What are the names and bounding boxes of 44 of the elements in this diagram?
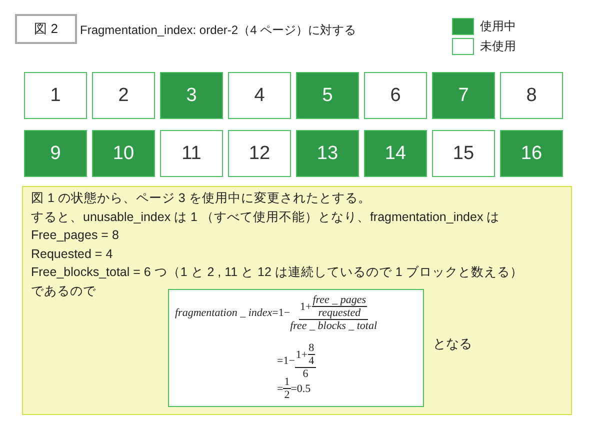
- used-page-box: 3: [160, 72, 223, 119]
- used-page-box: 5: [296, 72, 359, 119]
- formula-text: =: [277, 382, 284, 394]
- formula-text: fragmentation _ index: [175, 307, 272, 319]
- note-text: Requested = 4: [31, 246, 114, 263]
- formula-text: requested: [318, 307, 361, 319]
- note-panel: [22, 186, 572, 415]
- figure-label-box: 図 2: [15, 14, 77, 44]
- formula-text: free _ blocks _ total: [290, 320, 378, 332]
- formula-text: =1−: [272, 307, 290, 319]
- formula-text: 1+: [300, 300, 312, 312]
- free-page-box: 1: [24, 72, 87, 119]
- free-page-box: 4: [228, 72, 291, 119]
- formula-text: 6: [302, 368, 308, 380]
- formula-text: 2: [284, 389, 290, 401]
- free-page-box: 11: [160, 130, 223, 177]
- free-page-box: 8: [500, 72, 563, 119]
- used-page-box: 16: [500, 130, 563, 177]
- note-text: であるので: [31, 282, 97, 300]
- formula-box: [168, 289, 424, 407]
- used-page-box: 7: [432, 72, 495, 119]
- formula-text: 4: [308, 355, 314, 367]
- free-page-box: 6: [364, 72, 427, 119]
- used-page-box: 10: [92, 130, 155, 177]
- legend-label: 未使用: [480, 38, 516, 55]
- note-text: すると、unusable_index は 1 （すべて使用不能）となり、fragmentation_index は: [31, 208, 501, 226]
- free-page-box: 2: [92, 72, 155, 119]
- note-text: Free_blocks_total = 6 つ（1 と 2 , 11 と 12 は連続しているので 1 ブロックと数える）: [31, 264, 524, 281]
- formula-text: =1−: [277, 355, 295, 367]
- formula-text: 1+: [296, 348, 308, 360]
- formula-text: free _ pages: [312, 294, 366, 306]
- formula-result-text: となる: [433, 335, 472, 353]
- formula-text: =0.5: [290, 382, 311, 394]
- used-page-box: 14: [364, 130, 427, 177]
- note-text: 図 1 の状態から、ページ 3 を使用中に変更されたとする。: [31, 190, 372, 207]
- free-page-box: 15: [432, 130, 495, 177]
- legend-label: 使用中: [480, 18, 516, 35]
- formula-text: 8: [308, 342, 314, 354]
- formula-text: 1: [284, 376, 290, 388]
- note-text: Free_pages = 8: [31, 227, 120, 244]
- free-page-box: 12: [228, 130, 291, 177]
- used-page-box: 9: [24, 130, 87, 177]
- title: Fragmentation_index: order-2（4 ページ）に対する: [80, 22, 356, 39]
- used-page-box: 13: [296, 130, 359, 177]
